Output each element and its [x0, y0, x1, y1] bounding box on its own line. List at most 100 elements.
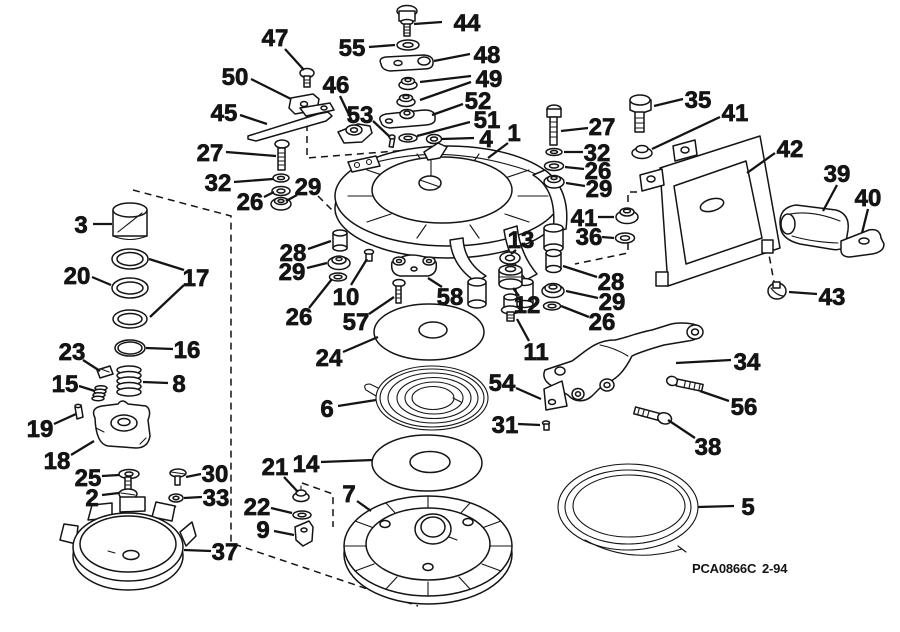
callout-29: 29	[599, 289, 626, 316]
part-41-nut-top	[631, 144, 653, 160]
part-42-bracket	[639, 135, 781, 287]
leader-line-26	[564, 165, 585, 171]
part-code: PCA0866C	[692, 561, 757, 576]
leader-line-26	[263, 190, 275, 199]
part-32-washer-right	[545, 147, 563, 157]
part-16-ring	[114, 339, 146, 357]
part-24-friction-plate	[373, 303, 485, 361]
part-8-spring	[116, 365, 142, 397]
leader-line-27	[225, 150, 277, 158]
callout-13: 13	[508, 227, 535, 254]
callout-50: 50	[222, 64, 249, 91]
callout-32: 32	[205, 170, 232, 197]
right-fastener-columns	[498, 104, 639, 322]
leader-line-34	[675, 358, 732, 365]
callout-53: 53	[347, 102, 374, 129]
leader-line-48	[433, 52, 471, 63]
leader-line-21	[283, 476, 299, 493]
callout-58: 58	[437, 284, 464, 311]
part-7-ratchet-pulley	[343, 495, 513, 605]
callout-33: 33	[203, 485, 230, 512]
callout-16: 16	[174, 337, 201, 364]
part-28-spacer-left	[332, 229, 348, 252]
part-13-washer	[499, 251, 521, 265]
callout-23: 23	[59, 339, 86, 366]
leader-line-38	[667, 419, 696, 439]
callout-43: 43	[819, 284, 846, 311]
part-17-ring-a	[111, 248, 149, 270]
callout-14: 14	[293, 451, 320, 478]
callout-56: 56	[731, 394, 758, 421]
leader-line-58	[427, 277, 443, 288]
leader-line-33	[183, 495, 203, 500]
part-43-clip	[767, 281, 787, 300]
left-ring-stack	[74, 202, 187, 503]
callout-31: 31	[492, 412, 519, 439]
part-58-clamp	[390, 254, 438, 277]
part-46-pawl	[337, 123, 373, 144]
callout-28: 28	[598, 269, 625, 296]
part-2-screw	[118, 476, 138, 500]
part-36-washer	[614, 232, 636, 244]
callout-51: 51	[474, 107, 501, 134]
callout-39: 39	[824, 161, 851, 188]
part-29-nut-left2	[327, 255, 351, 271]
part-53-pin	[388, 134, 396, 149]
leader-line-41	[651, 115, 721, 151]
callout-26: 26	[237, 189, 264, 216]
callout-52: 52	[465, 88, 492, 115]
callout-24: 24	[316, 345, 343, 372]
leader-line-27	[560, 126, 589, 133]
callout-4: 4	[479, 126, 493, 153]
part-56-bolt	[665, 375, 704, 393]
callout-18: 18	[44, 448, 71, 475]
leader-line-25	[101, 473, 120, 478]
leader-line-44	[413, 20, 443, 26]
leader-line-15	[78, 384, 96, 393]
leader-line-49	[419, 74, 472, 84]
leader-line-57	[368, 296, 395, 315]
callout-47: 47	[262, 25, 289, 52]
part-9-bracket	[294, 520, 314, 547]
part-5-starter-rope	[557, 463, 699, 556]
bottom-right-group	[541, 322, 704, 556]
leader-line-53	[372, 120, 391, 138]
leader-line-31	[517, 422, 541, 427]
part-17-ring-b	[112, 309, 148, 329]
leader-line-9	[273, 529, 295, 537]
leader-line-13	[510, 249, 517, 255]
part-29-nut-right	[543, 174, 565, 189]
part-39-handle	[779, 204, 849, 251]
callout-32: 32	[584, 140, 611, 167]
leader-line-32	[233, 177, 274, 184]
part-26-washer-right2	[542, 301, 562, 311]
callout-15: 15	[52, 371, 79, 398]
top-fastener-column	[379, 4, 443, 145]
revision-date: 2-94	[762, 561, 788, 576]
part-27-bolt-right	[546, 104, 562, 146]
callout-46: 46	[323, 72, 350, 99]
leader-line-54	[515, 386, 542, 401]
part-14-washer	[371, 434, 483, 492]
right-bracket-group	[629, 94, 885, 300]
leader-line-6	[337, 398, 377, 408]
part-34-bracket-arm	[543, 322, 704, 402]
leader-line-51	[416, 120, 471, 138]
callout-42: 42	[777, 136, 804, 163]
leader-line-24	[342, 335, 379, 354]
part-25-washer	[118, 468, 140, 480]
callout-26: 26	[286, 304, 313, 331]
callout-6: 6	[320, 396, 333, 423]
leader-line-35	[653, 97, 684, 108]
callout-36: 36	[576, 224, 603, 251]
part-55-washer	[396, 39, 420, 51]
callout-41: 41	[722, 100, 749, 127]
part-38-bolt	[633, 406, 673, 425]
part-23-clip	[96, 365, 114, 379]
leader-line-45	[239, 113, 268, 126]
callout-1: 1	[507, 120, 520, 147]
part-26-washer-left	[271, 185, 291, 197]
part-22-washer	[292, 510, 312, 520]
leader-line-5	[697, 504, 735, 509]
callout-54: 54	[489, 370, 516, 397]
